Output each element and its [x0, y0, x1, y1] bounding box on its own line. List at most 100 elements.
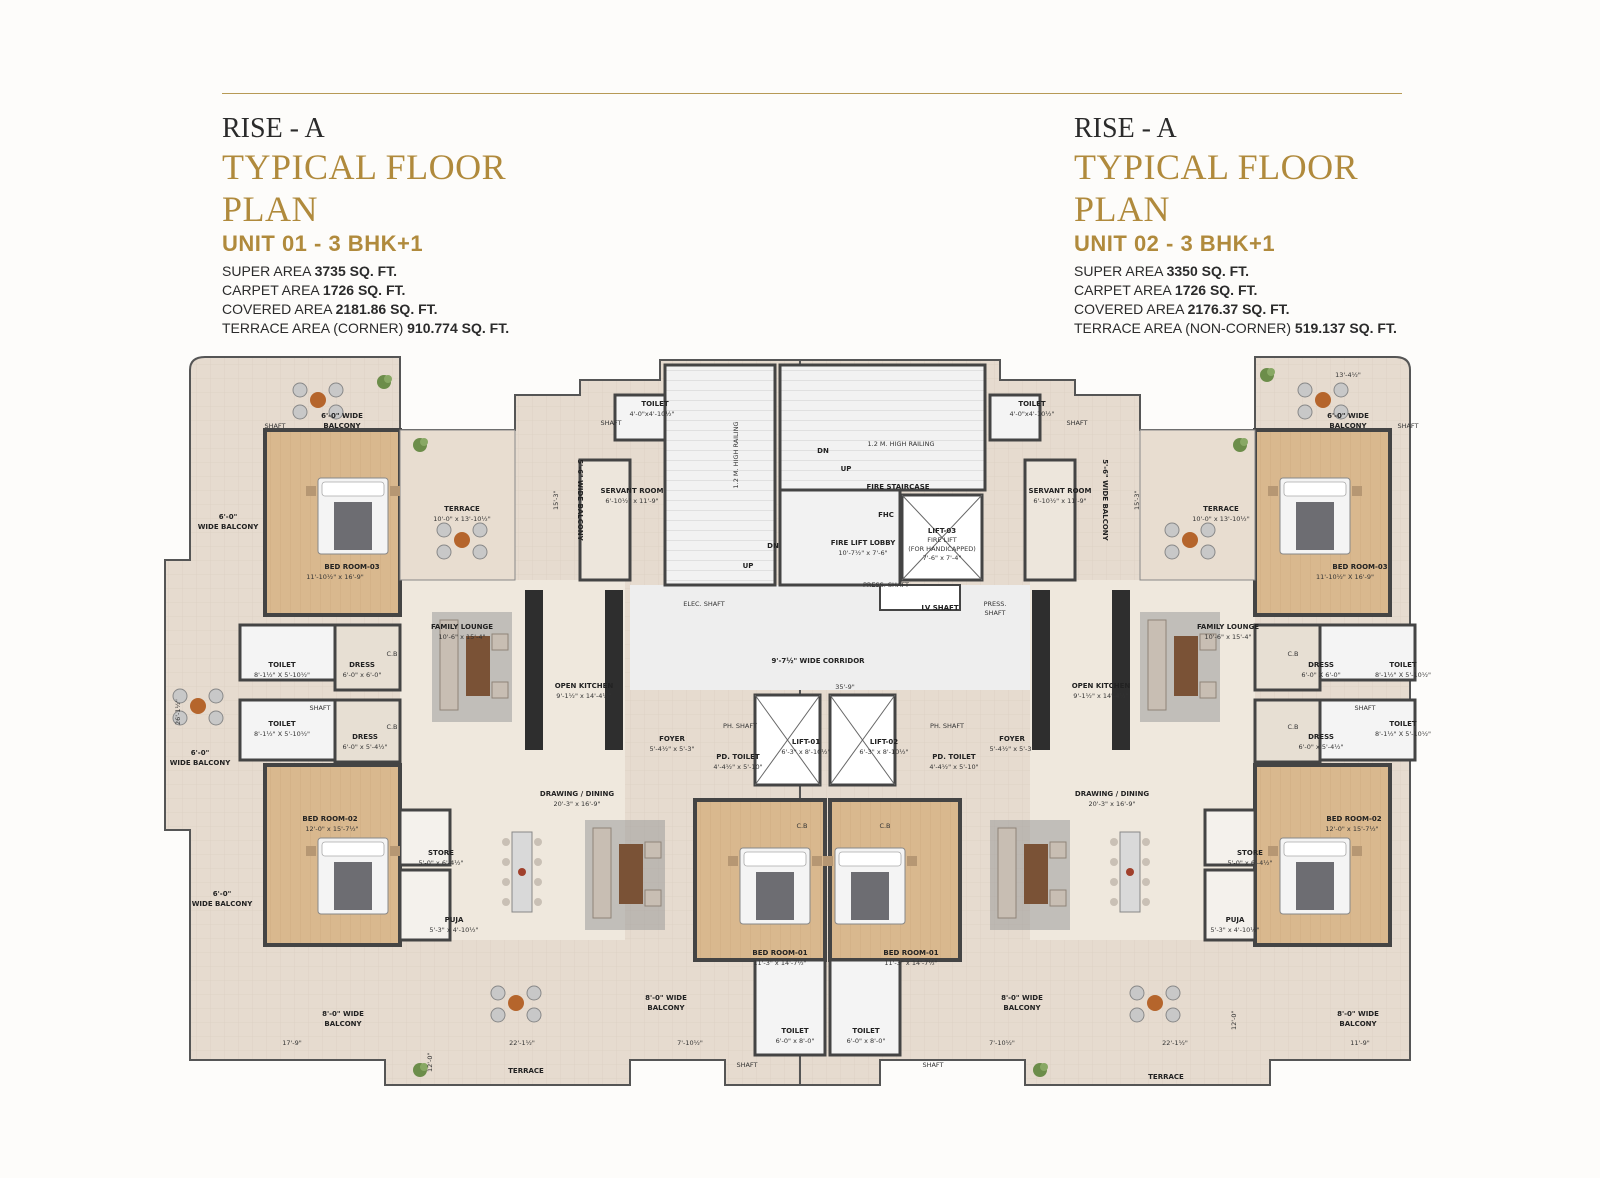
room-label: STORE [428, 849, 454, 857]
room-dim: BALCONY [1003, 1004, 1041, 1012]
fire-lobby [778, 488, 902, 587]
room-dim: 11'-3" x 14'-7½" [753, 959, 806, 967]
room-dim: 5'-3" x 4'-10½" [429, 926, 478, 934]
room-label: SERVANT ROOM [1029, 487, 1092, 495]
room-label: TOILET [268, 720, 296, 728]
room-dim: WIDE BALCONY [192, 900, 254, 908]
tower-name: RISE - A [222, 113, 325, 144]
room-label: DRESS [1308, 661, 1334, 669]
tower-name: RISE - A [1074, 113, 1177, 144]
room-dim: 5'-0" x 6'-4½" [1227, 859, 1272, 867]
cb-marker: C.B [1287, 650, 1298, 658]
stair-direction: UP [743, 562, 754, 570]
dimension-label: 13'-4½" [1335, 371, 1361, 379]
room-label: SERVANT ROOM [601, 487, 664, 495]
room-dim: 8'-1½" X 5'-10½" [254, 730, 310, 738]
room-label: DRAWING / DINING [1075, 790, 1149, 798]
room-label: PD. TOILET [932, 753, 976, 761]
room-dim: 4'-4½" x 5'-10" [713, 763, 762, 771]
room-label: BED ROOM-01 [883, 949, 938, 957]
room-label: FIRE LIFT LOBBY [831, 539, 897, 547]
unit-01-header: RISE - A TYPICAL FLOOR PLAN UNIT 01 - 3 … [222, 112, 602, 338]
u1-drawing-sofa [584, 819, 666, 931]
u2-dress2 [1253, 698, 1322, 764]
room-dim: 10'-6" x 15'-4" [438, 633, 485, 641]
u2-servant-toilet [988, 393, 1042, 442]
room-dim: BALCONY [647, 1004, 685, 1012]
corridor [630, 585, 1030, 690]
u1-terrace-inner [399, 429, 516, 581]
area-row: CARPET AREA 1726 SQ. FT. [222, 282, 406, 298]
room-label: TERRACE [508, 1067, 544, 1075]
u1-store [398, 808, 452, 867]
cb-marker: C.B [796, 822, 807, 830]
room-label: 8'-0" WIDE [322, 1010, 364, 1018]
room-label: TOILET [268, 661, 296, 669]
cb-marker: C.B [386, 650, 397, 658]
room-label: SHAFT [984, 609, 1005, 617]
room-label: LIFT-01 [792, 738, 820, 746]
room-label: PH. SHAFT [723, 722, 757, 730]
dimension-label: 12'-0" [1230, 1010, 1238, 1030]
room-dim: 5'-3" x 4'-10½" [1210, 926, 1259, 934]
room-label: 6'-0" WIDE [321, 412, 363, 420]
area-row: CARPET AREA 1726 SQ. FT. [1074, 282, 1258, 298]
room-label: TOILET [1018, 400, 1046, 408]
u1-kitchen-counter-2 [605, 590, 623, 750]
room-dim: 10'-7½" x 7'-6" [838, 549, 887, 557]
room-label: DRESS [1308, 733, 1334, 741]
room-label: 5'-6" WIDE BALCONY [1101, 459, 1109, 541]
room-label: STORE [1237, 849, 1263, 857]
dimension-label: 7'-10½" [677, 1039, 703, 1047]
room-label: DRAWING / DINING [540, 790, 614, 798]
cb-marker: C.B [386, 723, 397, 731]
room-dim: 5'-0" x 6'-4½" [418, 859, 463, 867]
room-dim: 12'-0" x 15'-7½" [1325, 825, 1378, 833]
cb-marker: C.B [879, 822, 890, 830]
u2-bed3-bed [1267, 477, 1363, 555]
room-dim: FIRE LIFT [927, 536, 957, 544]
unit-label: UNIT 01 - 3 BHK+1 [222, 231, 424, 256]
room-label: 6'-0" [191, 749, 209, 757]
room-label: FAMILY LOUNGE [1197, 623, 1259, 631]
room-label: 6'-0" [219, 513, 237, 521]
u1-dress1 [333, 623, 402, 692]
u2-bed1-toilet [828, 958, 902, 1057]
room-dim: 5'-4½" x 5'-3" [989, 745, 1034, 753]
room-dim: 6'-0" x 5'-4½" [342, 743, 387, 751]
room-dim: 6'-3" x 8'-10½" [781, 748, 830, 756]
room-dim: 12'-0" x 15'-7½" [305, 825, 358, 833]
u1-bed1-bed [727, 847, 823, 925]
room-dim: 11'-3" x 14'-7½" [884, 959, 937, 967]
stair-direction: DN [767, 542, 779, 550]
room-label: TERRACE [1148, 1073, 1184, 1081]
room-label: BED ROOM-02 [302, 815, 357, 823]
dimension-label: 15'-3" [1133, 490, 1141, 510]
area-row: SUPER AREA 3735 SQ. FT. [222, 263, 398, 279]
plan-title: TYPICAL FLOOR PLAN [222, 147, 507, 229]
room-label: FOYER [999, 735, 1025, 743]
room-label: LIFT-02 [870, 738, 898, 746]
room-label: FAMILY LOUNGE [431, 623, 493, 631]
room-dim: 6'-0" x 6'-0" [343, 671, 382, 679]
plan-title: TYPICAL FLOOR PLAN [1074, 147, 1359, 229]
u1-toilet2 [238, 698, 337, 762]
dimension-label: 7'-10½" [989, 1039, 1015, 1047]
room-dim: BALCONY [1329, 422, 1367, 430]
u2-drawing-sofa [989, 819, 1071, 931]
room-dim: 6'-3" x 8'-10½" [859, 748, 908, 756]
room-label: LV SHAFT [921, 604, 958, 612]
room-dim: 9'-1½" x 14'-4½" [1073, 692, 1129, 700]
shaft-marker: SHAFT [1066, 419, 1087, 427]
room-dim: 4'-0"x4'-10½" [1009, 410, 1054, 418]
room-dim: 6'-0" x 5'-4½" [1298, 743, 1343, 751]
room-label: FOYER [659, 735, 685, 743]
lift-cross [901, 494, 983, 581]
area-row: SUPER AREA 3350 SQ. FT. [1074, 263, 1250, 279]
u1-bed1-toilet [753, 958, 827, 1057]
room-label: TERRACE [1203, 505, 1239, 513]
room-label: TOILET [781, 1027, 809, 1035]
room-dim: 6'-0" x 8'-0" [776, 1037, 815, 1045]
room-label: TOILET [1389, 661, 1417, 669]
